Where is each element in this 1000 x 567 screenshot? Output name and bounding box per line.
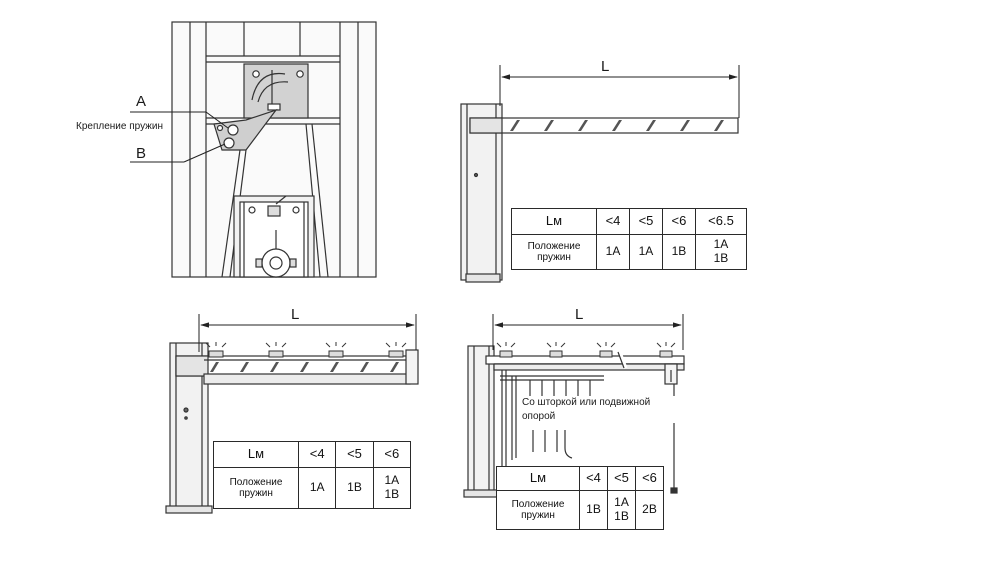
table-header-length: Lм bbox=[511, 208, 597, 235]
dimension-line-2 bbox=[499, 65, 740, 118]
table-value-line: 1A bbox=[713, 237, 729, 252]
skirt-support-note-text: Со шторкой или подвижной опорой bbox=[522, 397, 651, 422]
table-row-label: Положение пружин bbox=[496, 490, 580, 530]
table-value-line: 1A bbox=[614, 495, 629, 510]
table-header-cell: <4 bbox=[579, 466, 608, 491]
skirt-support-note: Со шторкой или подвижной опорой bbox=[522, 396, 682, 423]
table-value-cell: 1A 1B bbox=[694, 234, 748, 270]
table-header-cell: <6.5 bbox=[694, 208, 748, 235]
table-header-cell: <5 bbox=[335, 441, 374, 468]
table-value-cell: 1B bbox=[661, 234, 696, 270]
table-row-label: Положение пружин bbox=[213, 467, 299, 509]
table-value-line: 1B bbox=[614, 509, 629, 523]
table-header-cell: <5 bbox=[607, 466, 636, 491]
table-header-length: Lм bbox=[213, 441, 299, 468]
dimension-label-2: L bbox=[601, 58, 610, 75]
boom-light-icons-2 bbox=[496, 342, 676, 358]
table-value-cell: 1B bbox=[335, 467, 374, 509]
table-value-cell: 1A 1B bbox=[607, 490, 636, 530]
table-value-cell: 1A bbox=[596, 234, 630, 270]
dimension-line-4 bbox=[492, 314, 684, 350]
table-value-cell: 1A 1B bbox=[372, 467, 412, 509]
label-b: B bbox=[136, 145, 147, 162]
spring-table-2: Lм <4 <5 <6 <6.5 Положение пружин 1A 1A … bbox=[511, 208, 748, 270]
spring-table-4: Lм <4 <5 <6 Положение пружин 1B 1A 1B 2B bbox=[496, 466, 664, 530]
barrier-with-boom-view bbox=[460, 103, 739, 283]
dimension-label-3: L bbox=[291, 306, 300, 323]
table-header-cell: <6 bbox=[635, 466, 664, 491]
barrier-with-lights-view bbox=[165, 342, 419, 514]
boom-light-icons bbox=[205, 342, 407, 358]
table-value-cell: 1B bbox=[579, 490, 608, 530]
table-header-cell: <6 bbox=[372, 441, 412, 468]
table-header-cell: <4 bbox=[596, 208, 630, 235]
table-value-cell: 1A bbox=[297, 467, 337, 509]
spring-mount-leaders bbox=[130, 111, 229, 163]
cabinet-internal-view bbox=[171, 21, 377, 278]
table-value-cell: 2B bbox=[635, 490, 664, 530]
spring-mount-label: Крепление пружин bbox=[76, 121, 163, 132]
barrier-with-skirt-view bbox=[463, 342, 685, 498]
table-value-line: 1B bbox=[384, 487, 400, 501]
spring-table-3: Lм <4 <5 <6 Положение пружин 1A 1B 1A 1B bbox=[213, 441, 412, 509]
table-row-label: Положение пружин bbox=[511, 234, 597, 270]
table-value-cell: 1A bbox=[628, 234, 663, 270]
label-a: A bbox=[136, 93, 147, 110]
dimension-label-4: L bbox=[575, 306, 584, 323]
table-header-cell: <6 bbox=[661, 208, 696, 235]
table-value-line: 1B bbox=[713, 251, 729, 265]
table-value-line: 1A bbox=[384, 473, 400, 488]
table-header-cell: <4 bbox=[297, 441, 337, 468]
table-header-cell: <5 bbox=[628, 208, 663, 235]
boom-stripes bbox=[510, 120, 724, 131]
dimension-line-3 bbox=[198, 314, 417, 352]
table-header-length: Lм bbox=[496, 466, 580, 491]
